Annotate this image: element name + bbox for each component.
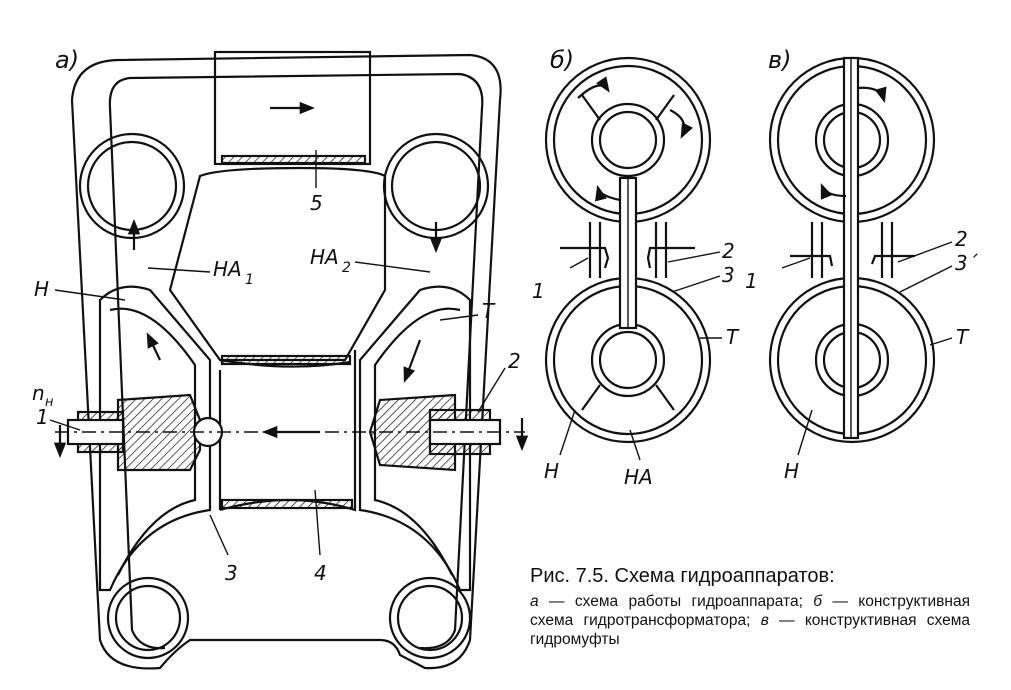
panel-c-drawing [768, 56, 953, 456]
panel-b-drawing [544, 56, 722, 461]
label-n-sub: н [45, 395, 54, 410]
c-label-1: 1 [745, 269, 758, 293]
b-label-NA: НА [624, 465, 653, 489]
pipe-5-wall [220, 154, 367, 165]
left-torus-bottom [106, 576, 190, 660]
c-label-3: 3´ [955, 251, 979, 275]
label-2: 2 [508, 349, 521, 373]
label-NA2-sub: 2 [342, 260, 351, 276]
right-torus-bottom [388, 576, 472, 660]
caption-a-key: а [530, 593, 539, 610]
label-NA1-sub: 1 [245, 272, 254, 288]
c-label-2: 2 [955, 227, 968, 251]
label-4: 4 [314, 561, 327, 585]
panel-b-labels: б) 1 2 3 Т Н НА [532, 46, 740, 489]
caption-a-text: — схема работы гидроаппарата; [538, 593, 814, 610]
label-H: Н [34, 277, 49, 301]
outer-housing [70, 53, 502, 670]
c-label-T: Т [956, 325, 970, 349]
panel-a-drawing [49, 50, 529, 670]
b-top-inner [590, 102, 666, 178]
b-label-H: Н [544, 459, 559, 483]
b-bottom-inner [590, 322, 666, 398]
pump-hub [116, 393, 202, 472]
caption-c-text: — конструктивная схема гидромуфты [530, 612, 971, 648]
panel-a-labels: а) Н НА 1 НА 2 Т n н 1 2 3 4 5 [32, 46, 521, 585]
panel-b-title: б) [550, 46, 574, 74]
label-NA1: НА [213, 257, 242, 281]
panel-a-title: а) [55, 46, 79, 74]
label-NA2: НА [310, 245, 339, 269]
label-n: n [32, 381, 45, 405]
panel-c-title: в) [768, 46, 792, 74]
label-1: 1 [36, 405, 49, 429]
label-T: Т [482, 299, 496, 323]
b-label-T: Т [726, 325, 740, 349]
b-label-1: 1 [532, 279, 545, 303]
diffuser-4 [218, 350, 357, 512]
c-label-H: Н [784, 459, 799, 483]
label-5: 5 [310, 191, 323, 215]
caption-title: Рис. 7.5. Схема гидроаппаратов: [530, 565, 835, 587]
central-body [168, 166, 387, 362]
label-3: 3 [225, 561, 238, 585]
caption-c-key: в [760, 612, 769, 629]
caption-b-key: б [813, 593, 823, 610]
caption-body: а — схема работы гидроаппарата; б — конс… [530, 592, 970, 649]
b-label-2: 2 [722, 239, 735, 263]
panel-c-labels: в) 1 2 3´ Т Н [745, 46, 979, 483]
left-torus-top [78, 132, 186, 240]
b-label-3: 3 [722, 263, 735, 287]
caption-b-text: — конструктивная схема гидротрансформато… [530, 593, 970, 629]
